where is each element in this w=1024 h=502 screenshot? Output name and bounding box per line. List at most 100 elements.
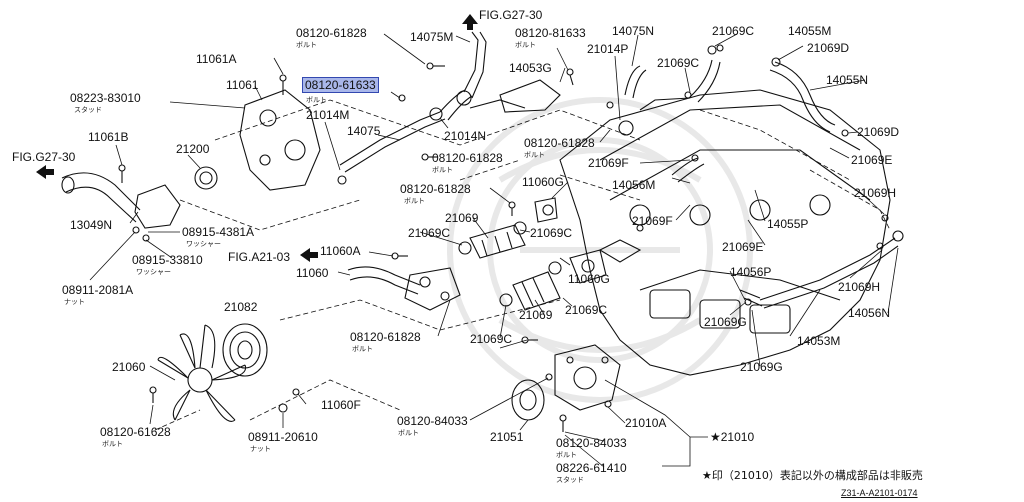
label-08223-83010: 08223-83010: [70, 91, 141, 105]
label-11061a: 11061A: [196, 52, 237, 66]
fan-clutch-21082: [222, 323, 268, 377]
label-08120-84033-b: 08120-84033: [556, 436, 627, 450]
label-21069e-a: 21069E: [851, 153, 893, 167]
pump-pulley-21051: [511, 379, 545, 421]
label-14056p: 14056P: [730, 265, 772, 279]
label-21069d: 21069D: [807, 41, 850, 55]
label-21069c-top: 21069C: [712, 24, 755, 38]
label-21060: 21060: [112, 360, 146, 374]
label-fig-g27-top[interactable]: FIG.G27-30: [479, 8, 543, 22]
thermostat-housing: [239, 89, 321, 191]
sublabel-08915-33810: ワッシャー: [136, 268, 171, 276]
label-11060g-b: 11060G: [568, 272, 610, 286]
sublabel-08226-61410: スタッド: [556, 476, 584, 484]
engine-block: [559, 89, 891, 376]
water-inlet-11060g-lower: [569, 249, 607, 284]
label-11060g-a: 11060G: [522, 175, 564, 189]
label-14053m: 14053M: [797, 334, 841, 348]
hose-14055m: [689, 45, 721, 103]
label-14075m: 14075M: [410, 30, 454, 44]
label-fig-g27-left[interactable]: FIG.G27-30: [12, 150, 76, 164]
label-14055p: 14055P: [767, 217, 809, 231]
label-11061: 11061: [226, 78, 259, 92]
sublabel-08120-81633: ボルト: [515, 41, 536, 49]
sublabel-08120-61633: ボルト: [306, 96, 327, 104]
label-21069c-e: 21069C: [565, 303, 608, 317]
bracket-14053g: [469, 79, 561, 113]
water-pump: [554, 344, 621, 411]
label-21069f-a: 21069F: [588, 156, 629, 170]
label-08120-84033-a: 08120-84033: [397, 414, 468, 428]
label-08915-33810: 08915-33810: [132, 253, 203, 267]
label-21069c-b: 21069C: [657, 56, 700, 70]
label-14053g: 14053G: [509, 61, 552, 75]
sublabel-08120-61628: ボルト: [102, 440, 123, 448]
sublabel-08120-61828-c: ボルト: [404, 197, 425, 205]
label-21069c-d: 21069C: [530, 226, 573, 240]
label-21051: 21051: [490, 430, 524, 444]
label-08911-20610: 08911-20610: [248, 430, 318, 444]
label-08120-61828-a: 08120-61828: [432, 151, 503, 165]
label-21069f-b: 21069F: [632, 214, 673, 228]
hose-21069-lower: [499, 261, 562, 311]
hose-14056m: [671, 154, 705, 183]
label-fig-a21[interactable]: FIG.A21-03: [228, 250, 291, 264]
label-14056n: 14056N: [848, 306, 891, 320]
label-21069d-r: 21069D: [857, 125, 900, 139]
label-14056m: 14056M: [612, 178, 656, 192]
label-21069h-b: 21069H: [838, 280, 881, 294]
label-21069g-b: 21069G: [740, 360, 783, 374]
bypass-pipe: [339, 31, 487, 173]
label-21200: 21200: [176, 142, 210, 156]
sublabel-08120-61828-b: ボルト: [524, 151, 545, 159]
label-21014m: 21014M: [306, 108, 350, 122]
sublabel-08120-61828-top: ボルト: [296, 41, 317, 49]
label-08120-61628: 08120-61628: [100, 425, 171, 439]
label-21069h-a: 21069H: [854, 186, 897, 200]
thermostat: [194, 166, 218, 190]
label-21014p: 21014P: [587, 42, 629, 56]
arrow-fig-g27-top: [462, 14, 478, 30]
label-14075: 14075: [347, 124, 381, 138]
label-08120-61828-c: 08120-61828: [400, 182, 471, 196]
label-08120-81633: 08120-81633: [515, 26, 586, 40]
sublabel-08120-61828-a: ボルト: [432, 166, 453, 174]
label-21069-a: 21069: [445, 211, 479, 225]
label-08120-61633-highlighted[interactable]: 08120-61633: [302, 77, 379, 93]
arrow-fig-a21: [300, 248, 318, 262]
sublabel-08120-84033-b: ボルト: [556, 451, 577, 459]
label-08120-61828-b: 08120-61828: [524, 136, 595, 150]
label-11060: 11060: [296, 266, 329, 280]
sublabel-08915-4381a: ワッシャー: [186, 240, 221, 248]
label-21069c-c: 21069C: [408, 226, 451, 240]
label-21069c-f: 21069C: [470, 332, 513, 346]
label-21010: ★21010: [710, 430, 755, 444]
water-outlet: [61, 172, 181, 229]
water-inlet-pipe: [347, 266, 461, 311]
label-14055m: 14055M: [788, 24, 832, 38]
sublabel-08120-84033-a: ボルト: [398, 429, 419, 437]
label-21069-b: 21069: [519, 308, 553, 322]
label-21010a: 21010A: [625, 416, 667, 430]
label-08120-61828-d: 08120-61828: [350, 330, 421, 344]
label-08226-61410: 08226-61410: [556, 461, 627, 475]
label-21069e-b: 21069E: [722, 240, 764, 254]
water-inlet-11060g-upper: [534, 197, 558, 223]
arrow-fig-g27-left: [36, 165, 54, 179]
label-21082: 21082: [224, 300, 258, 314]
leader-lines: [89, 33, 899, 468]
drawing-code: Z31-A-A2101-0174: [841, 488, 918, 498]
label-21069g-a: 21069G: [704, 315, 747, 329]
label-14075n: 14075N: [612, 24, 655, 38]
label-11060a: 11060A: [320, 244, 361, 258]
hose-14055n: [769, 57, 836, 133]
label-14055n: 14055N: [826, 73, 869, 87]
sublabel-08911-2081a: ナット: [64, 298, 85, 306]
hose-21069-upper: [458, 221, 527, 259]
label-08915-4381a: 08915-4381A: [182, 225, 255, 239]
sublabel-08911-20610: ナット: [250, 445, 271, 453]
footnote: ★印（21010）表記以外の構成部品は非販売: [702, 469, 923, 482]
label-11061b: 11061B: [88, 130, 129, 144]
